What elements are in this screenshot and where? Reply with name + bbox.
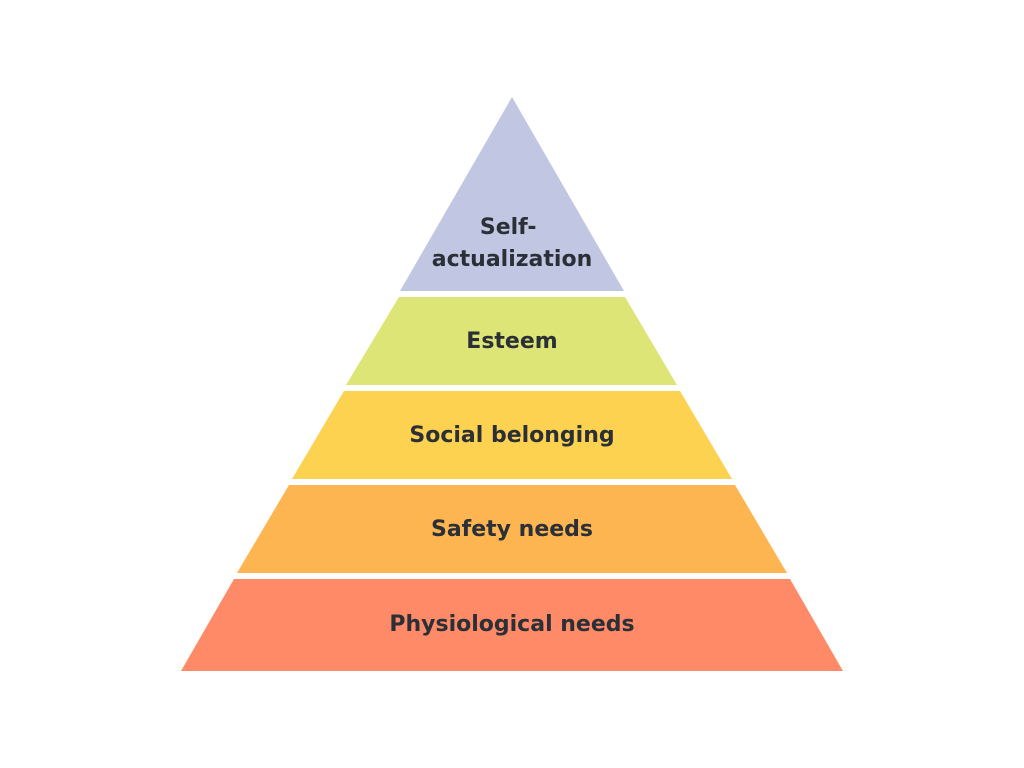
tier-shape xyxy=(181,579,843,671)
tier-shape xyxy=(346,297,677,385)
tier-label: Safety needs xyxy=(431,517,593,542)
tier-label-line: Esteem xyxy=(466,329,557,354)
tier-label-line: actualization xyxy=(432,247,592,272)
tier-shape xyxy=(400,97,624,291)
tier-label: Esteem xyxy=(466,329,557,354)
tier-label: Social belonging xyxy=(409,423,614,448)
tier-shape xyxy=(237,485,787,573)
tier-self-actualization: Self- actualization xyxy=(400,97,624,291)
tier-label: Physiological needs xyxy=(389,612,634,637)
tier-esteem: Esteem xyxy=(346,297,677,385)
tier-label: Self- actualization xyxy=(432,215,592,272)
tier-social-belonging: Social belonging xyxy=(292,391,732,479)
tier-label-line: Self- xyxy=(480,215,537,240)
tier-safety-needs: Safety needs xyxy=(237,485,787,573)
tier-label-line: Safety needs xyxy=(431,517,593,542)
tier-label-line: Physiological needs xyxy=(389,612,634,637)
tier-shape xyxy=(292,391,732,479)
tier-label-line: Social belonging xyxy=(409,423,614,448)
tier-physiological-needs: Physiological needs xyxy=(181,579,843,671)
